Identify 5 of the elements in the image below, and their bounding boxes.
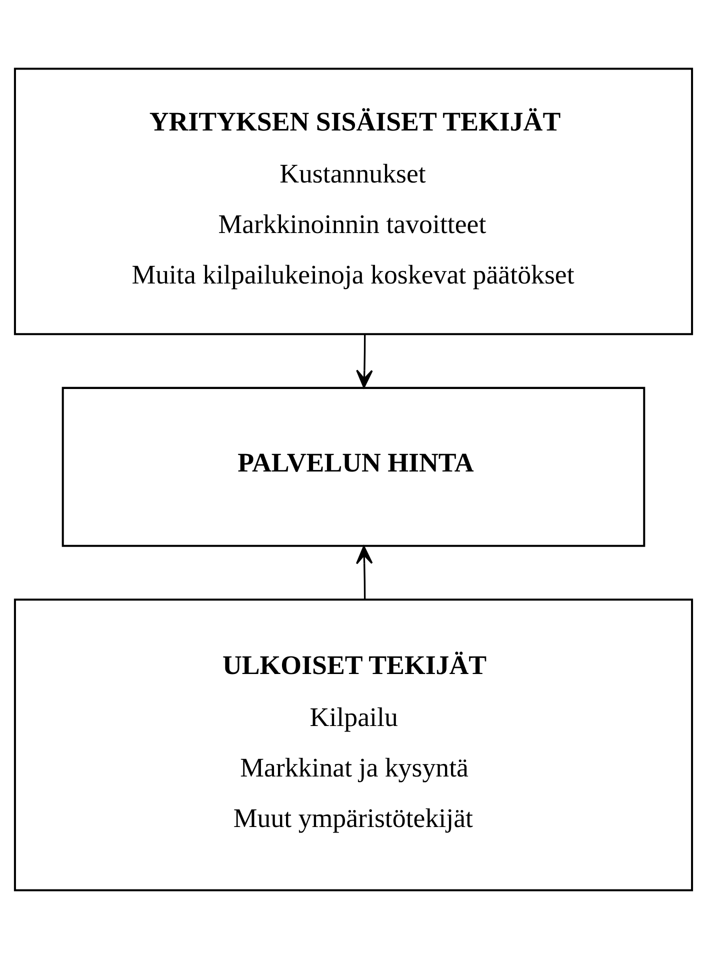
arrow [356,545,373,600]
node-box: PALVELUN HINTA [62,386,646,546]
node-box: YRITYKSEN SISÄISET TEKIJÄT Kustannukset Markkinoinnin tavoitteet Muita kilpailukeinoja koskevat päätökset [14,67,694,335]
node-box: ULKOISET TEKIJÄT Kilpailu Markkinat ja kysyntä Muut ympäristötekijät [14,598,694,891]
arrow [356,334,373,388]
